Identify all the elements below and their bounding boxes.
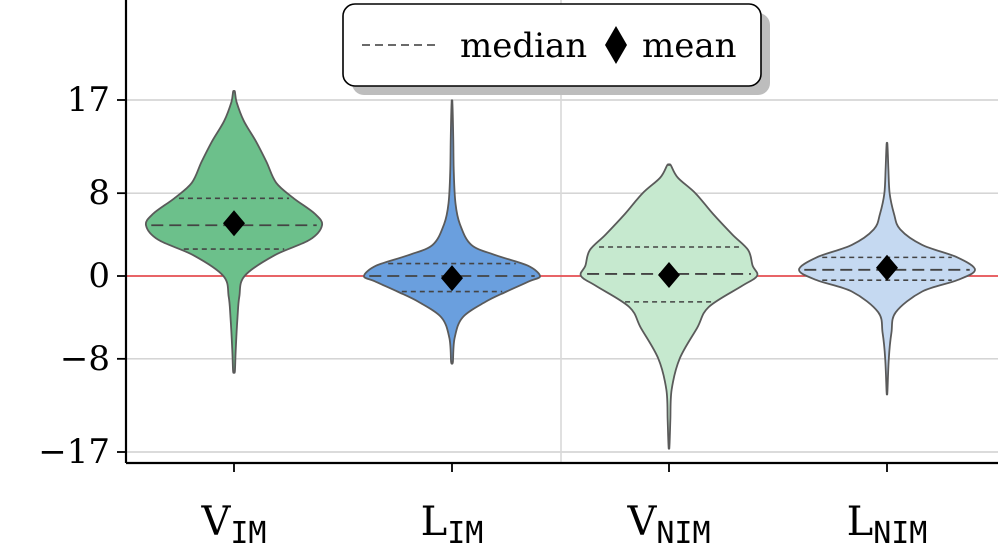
- legend-mean-diamond: [605, 26, 627, 64]
- violins: [144, 90, 976, 450]
- x-tick-label: LNIM: [847, 499, 928, 551]
- y-tick-label: 0: [88, 256, 110, 296]
- legend: median mean: [342, 3, 770, 95]
- legend-box: [342, 3, 762, 87]
- axes: [117, 0, 998, 472]
- mean-marker: [876, 254, 898, 281]
- legend-mean-label: mean: [642, 26, 737, 66]
- legend-median-label: median: [460, 26, 587, 66]
- y-tick-label: 8: [88, 173, 110, 213]
- violin-2: [579, 163, 759, 450]
- violin-body: [363, 99, 541, 365]
- y-tick-label: −8: [60, 339, 110, 379]
- y-tick-label: −17: [38, 432, 110, 472]
- violin-0: [144, 90, 324, 374]
- x-tick-label: LIM: [421, 499, 484, 551]
- mean-marker: [223, 210, 245, 237]
- violin-body: [579, 163, 759, 450]
- violin-1: [363, 99, 541, 365]
- y-tick-label: 17: [67, 80, 110, 120]
- mean-marker: [658, 261, 680, 288]
- x-tick-label: VNIM: [626, 499, 710, 551]
- mean-marker: [441, 265, 463, 292]
- x-tick-label: VIM: [200, 499, 266, 551]
- violin-3: [798, 141, 976, 396]
